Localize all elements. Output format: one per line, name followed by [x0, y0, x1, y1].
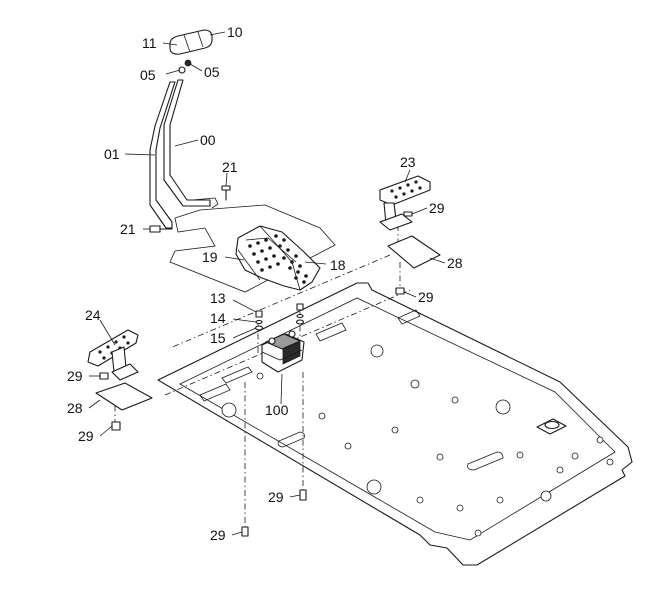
label-11: 11 [142, 35, 157, 51]
label-05-left: 05 [140, 67, 156, 83]
label-29-pedal-23: 29 [429, 200, 445, 216]
pilot-valve-100 [254, 303, 305, 373]
pedal-plate [169, 204, 336, 293]
bolts-21 [149, 185, 231, 233]
label-05-right: 05 [204, 64, 220, 80]
label-24: 24 [85, 307, 101, 323]
label-29-bracket-right: 29 [418, 289, 434, 305]
label-19: 19 [202, 249, 218, 265]
leader-lines [88, 31, 446, 536]
label-23: 23 [400, 154, 416, 170]
pedal-23-dots [390, 180, 422, 199]
label-21-upper: 21 [222, 159, 238, 175]
label-13: 13 [210, 290, 226, 306]
label-18: 18 [330, 257, 346, 273]
pedal-23-assembly [379, 175, 441, 295]
label-28-left: 28 [67, 400, 83, 416]
label-100: 100 [265, 402, 289, 418]
lever-rods [149, 79, 219, 229]
label-29-bracket-left: 29 [78, 428, 94, 444]
label-14: 14 [210, 310, 226, 326]
callout-labels: 11 10 05 05 01 00 21 21 19 18 23 29 28 2… [67, 24, 463, 543]
label-29-floor-mid: 29 [268, 489, 284, 505]
pedal-24-dots [98, 335, 130, 360]
label-01: 01 [104, 146, 120, 162]
label-28-right: 28 [447, 255, 463, 271]
label-00: 00 [200, 132, 216, 148]
label-15: 15 [210, 330, 226, 346]
label-21-lower: 21 [120, 221, 136, 237]
label-29-pedal-24: 29 [67, 368, 83, 384]
pedal-tread-pattern [248, 234, 308, 284]
floor-plate [157, 282, 633, 566]
lever-knob [169, 29, 213, 74]
label-29-floor-bottom: 29 [210, 527, 226, 543]
bolts-29-bottom [241, 489, 307, 537]
pedal-24-assembly [87, 329, 153, 431]
label-10: 10 [227, 24, 243, 40]
